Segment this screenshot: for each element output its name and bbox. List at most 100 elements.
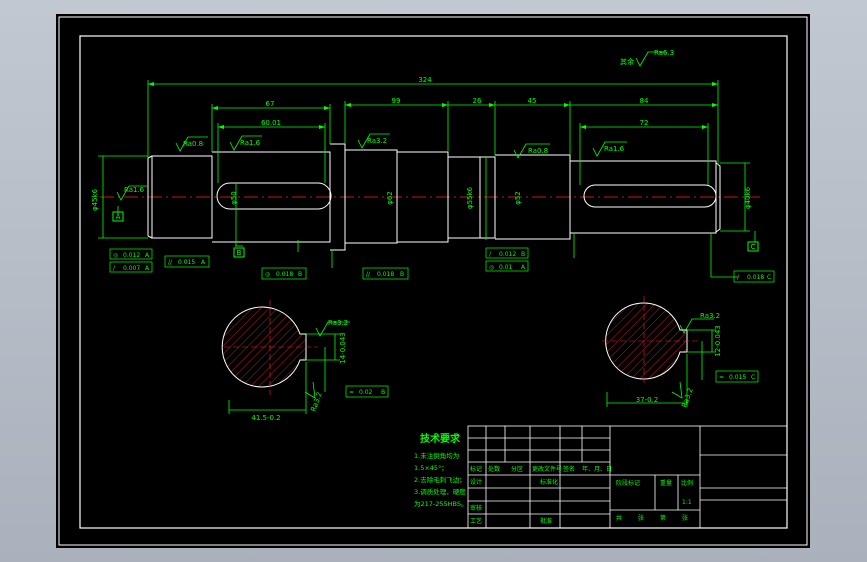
tech-notes: 技术要求 1.未注倒角均为 1.5×45°； 2.去除毛刺飞边； 3.调质处理，…: [414, 432, 468, 508]
tb-r5: 批准: [540, 517, 552, 525]
tb-scale: 1:1: [682, 499, 692, 506]
dim-45: 45: [528, 97, 537, 105]
dim-72: 72: [640, 119, 649, 127]
note-2: 1.5×45°；: [414, 464, 448, 472]
datum-c: C: [751, 243, 756, 251]
roughness-symbols: [116, 51, 714, 399]
tol-right-ref: A: [521, 264, 526, 271]
tb-r2: 标准化: [540, 478, 558, 486]
tol-secright-sym: =: [719, 374, 724, 381]
tol-keyleft-val: 0.015: [178, 259, 195, 266]
tb-r3: 审核: [470, 504, 482, 512]
tb-r4: 工艺: [470, 517, 482, 525]
dim-overall: 324: [418, 76, 432, 84]
tol-midkey-ref: B: [400, 271, 404, 278]
tol-mid-val: 0.018: [276, 271, 293, 278]
tol-mid2-sym: /: [489, 251, 492, 258]
note-5: 为217-255HBS。: [414, 499, 468, 508]
tb-r1: 设计: [470, 478, 482, 486]
shaft-outline: [147, 143, 721, 251]
tol-secleft-ref: B: [381, 389, 385, 396]
dim-84: 84: [640, 97, 649, 105]
roughness-7: Ra3.2: [328, 319, 348, 327]
roughness-5: Ra1.6: [604, 145, 625, 153]
tol-secleft-sym: =: [349, 389, 354, 396]
note-4: 3.调质处理，硬度: [414, 487, 466, 496]
sec-right-depth: 12-0.043: [714, 325, 722, 356]
roughness-4: Ra0.8: [528, 147, 548, 155]
tol-left2-sym: /: [113, 265, 116, 272]
tol-secright-ref: C: [751, 374, 755, 381]
tb-sheet3: 第: [660, 514, 666, 522]
notes-title: 技术要求: [420, 432, 461, 445]
roughness-2: Ra1.6: [240, 139, 261, 147]
dia-key-left: φ50: [230, 191, 238, 205]
note-3: 2.去除毛刺飞边；: [414, 475, 466, 484]
tol-secleft-val: 0.02: [359, 389, 373, 396]
roughness-1: Ra0.8: [183, 140, 203, 148]
dia-right-mid: φ52: [514, 191, 522, 205]
tol-left1-sym: ◎: [113, 252, 118, 259]
roughness-3: Ra3.2: [367, 137, 387, 145]
tb-h1: 标记: [470, 465, 482, 473]
inner-frame: [79, 35, 788, 529]
tolerance-frames: ◎ 0.012 A / 0.007 A // 0.015 A ◎ 0.018 B…: [109, 247, 775, 398]
tol-left1-ref: A: [145, 252, 150, 259]
tol-mid-sym: ◎: [265, 271, 270, 278]
sec-left-width: 41.5-0.2: [251, 414, 280, 422]
tol-mid-ref: B: [298, 271, 302, 278]
tb-h5: 签名: [563, 465, 575, 473]
tb-h2: 处数: [488, 465, 500, 473]
tb-h6: 年、月、日: [582, 465, 612, 473]
tb-s3: 比例: [681, 479, 693, 487]
dimension-lines: [98, 80, 756, 278]
tb-s1: 阶段标记: [616, 479, 640, 487]
tol-rightkey-val: 0.018: [747, 274, 764, 281]
title-block-text: 标记 处数 分区 更改文件号 签名 年、月、日 设计 标准化 审核 工艺 批准 …: [470, 465, 693, 525]
sec-right-width: 37-0.2: [636, 396, 659, 404]
datum-markers: A B C: [112, 211, 759, 258]
roughness-6: Ra1.6: [124, 186, 145, 194]
tol-left2-ref: A: [145, 265, 150, 272]
tol-right-val: 0.01: [499, 264, 513, 271]
sec-left-depth: 14-0.043: [339, 332, 347, 363]
section-left: [221, 300, 340, 414]
tol-keyleft-sym: //: [168, 259, 173, 266]
tol-left2-val: 0.007: [123, 265, 140, 272]
roughness-general: Ra6.3: [654, 49, 674, 57]
dia-left: φ45k6: [91, 188, 99, 211]
tol-secright-val: 0.015: [729, 374, 746, 381]
note-1: 1.未注倒角均为: [414, 451, 459, 460]
tb-sheet: 共: [616, 514, 622, 522]
tol-rightkey-ref: C: [767, 274, 771, 281]
roughness-general-prefix: 其余: [620, 57, 634, 66]
tol-midkey-sym: //: [366, 271, 371, 278]
tol-midkey-val: 0.018: [377, 271, 394, 278]
tb-sheet2: 张: [638, 514, 644, 522]
tol-left1-val: 0.012: [123, 252, 140, 259]
datum-a: A: [116, 213, 121, 221]
section-right: [602, 296, 716, 407]
title-block-grid: [467, 425, 788, 529]
dim-60: 60.01: [261, 119, 281, 127]
dia-bearing: φ55k6: [466, 186, 474, 209]
tol-mid2-ref: B: [521, 251, 525, 258]
tb-h4: 更改文件号: [532, 465, 562, 473]
tb-sheet4: 张: [682, 514, 688, 522]
tol-right-sym: ◎: [489, 264, 494, 271]
datum-b: B: [237, 249, 242, 257]
dim-67: 67: [266, 100, 275, 108]
dim-26: 26: [473, 97, 482, 105]
tb-h3: 分区: [511, 465, 523, 473]
tol-keyleft-ref: A: [201, 259, 206, 266]
tol-mid2-val: 0.012: [499, 251, 516, 258]
drawing-sheet: [56, 14, 810, 548]
roughness-8: Ra3.2: [700, 312, 720, 320]
dia-mid: φ62: [386, 191, 394, 205]
tb-s2: 重量: [660, 479, 672, 487]
dia-right: φ40k6: [744, 186, 752, 209]
dim-99: 99: [392, 97, 401, 105]
outer-border: [58, 16, 808, 546]
